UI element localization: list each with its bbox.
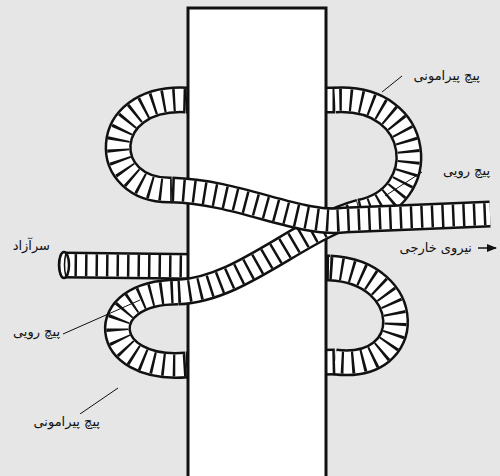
rope-free-end [59, 252, 69, 278]
rope-body [335, 100, 409, 212]
label-top-right: پیچ پیرامونی [411, 68, 482, 84]
leader-lines [63, 76, 422, 414]
rope-body [330, 268, 396, 363]
label-left: پیچ رویی [11, 324, 62, 340]
rope-outline [335, 100, 409, 212]
label-force: نیروی خارجی [398, 240, 474, 256]
rope-strands [172, 190, 490, 221]
label-bottom-left: پیچ پیرامونی [31, 414, 102, 430]
rope-outline [330, 268, 396, 363]
rope-strands [118, 100, 186, 190]
rope-outline [172, 190, 490, 221]
label-free-end: سرآزاد [11, 238, 52, 254]
rope-body [117, 292, 186, 365]
rope-outline [118, 100, 186, 190]
rope-outline [117, 292, 186, 365]
force-arrow [478, 247, 496, 249]
rope-strands [335, 100, 409, 212]
rope-front [172, 190, 490, 292]
rope-strands [117, 292, 186, 365]
rope-body [118, 100, 186, 190]
rope-strands [330, 268, 396, 363]
label-right: پیچ رویی [441, 163, 492, 179]
rope-body [172, 190, 490, 221]
